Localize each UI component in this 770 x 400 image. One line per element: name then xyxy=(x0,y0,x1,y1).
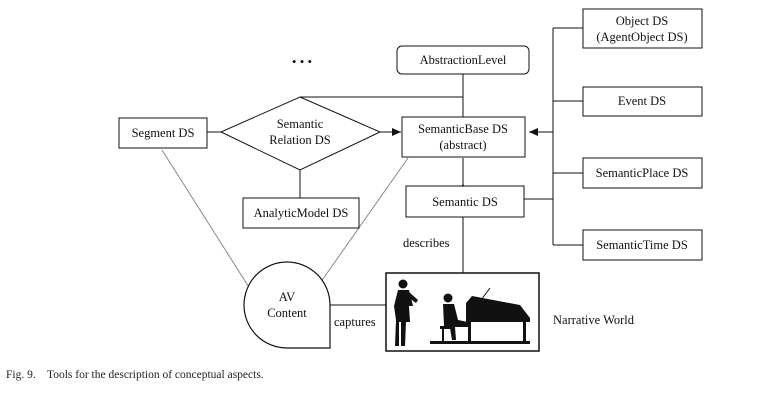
node-analytic-model-ds: AnalyticModel DS xyxy=(242,197,360,229)
node-object-ds-line2: (AgentObject DS) xyxy=(596,30,687,44)
node-semantic-ds-label: Semantic DS xyxy=(432,195,498,209)
node-analytic-model-label: AnalyticModel DS xyxy=(254,206,349,220)
describes-label: describes xyxy=(403,236,450,250)
dotted-connectors xyxy=(161,149,409,293)
node-semantic-relation-line2: Relation DS xyxy=(269,133,331,147)
node-semantic-place-ds: SemanticPlace DS xyxy=(582,157,703,189)
node-av-content-line1: AV xyxy=(279,290,295,304)
node-semantic-base-line2: (abstract) xyxy=(439,138,486,152)
node-av-content-line2: Content xyxy=(267,306,307,320)
node-semantic-time-ds: SemanticTime DS xyxy=(582,229,703,261)
node-object-ds: Object DS (AgentObject DS) xyxy=(582,8,703,49)
dotted-semanticbase-av xyxy=(317,157,409,287)
node-abstraction-level: AbstractionLevel xyxy=(396,45,530,75)
node-event-ds: Event DS xyxy=(582,86,703,117)
figure-caption: Fig. 9. Tools for the description of con… xyxy=(6,369,264,381)
node-semantic-time-label: SemanticTime DS xyxy=(596,238,688,252)
node-event-ds-label: Event DS xyxy=(618,94,666,108)
node-object-ds-line1: Object DS xyxy=(616,14,668,28)
dotted-segment-av xyxy=(161,149,253,293)
node-segment-ds: Segment DS xyxy=(118,117,208,149)
node-abstraction-level-label: AbstractionLevel xyxy=(420,53,507,67)
ellipsis-label: • • • xyxy=(292,54,312,69)
narrative-world-label: Narrative World xyxy=(553,313,635,327)
node-semantic-place-label: SemanticPlace DS xyxy=(596,166,689,180)
node-segment-ds-label: Segment DS xyxy=(132,126,195,140)
node-av-content: AV Content xyxy=(243,261,331,349)
captures-label: captures xyxy=(334,315,376,329)
node-semantic-base-line1: SemanticBase DS xyxy=(418,122,508,136)
connectors xyxy=(207,27,583,306)
narrative-world-image xyxy=(385,272,540,352)
node-semantic-relation-ds: Semantic Relation DS xyxy=(219,96,382,171)
singer-silhouette-icon xyxy=(394,279,418,346)
node-semantic-base-ds: SemanticBase DS (abstract) xyxy=(401,116,526,158)
node-semantic-relation-line1: Semantic xyxy=(277,117,324,131)
node-semantic-ds: Semantic DS xyxy=(405,185,525,218)
piano-silhouette-icon xyxy=(430,287,530,344)
